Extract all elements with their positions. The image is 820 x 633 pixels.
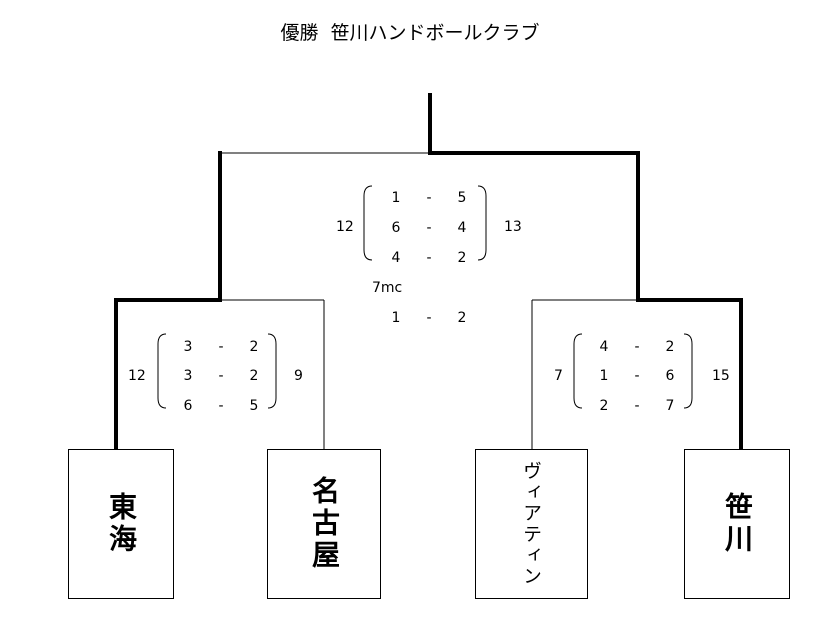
score-left: 1 <box>391 190 401 206</box>
score-left: 1 <box>391 310 401 326</box>
left-semi-left-total: 12 <box>128 368 146 384</box>
score-left: 4 <box>391 250 401 266</box>
right-semi-period-2: 1 - 6 <box>594 368 680 384</box>
score-left: 2 <box>599 398 609 414</box>
score-right: 5 <box>457 190 467 206</box>
page-title: 優勝 笹川ハンドボールクラブ <box>0 18 820 45</box>
final-extra-label: 7mc <box>372 280 403 296</box>
score-right: 7 <box>665 398 675 414</box>
right-semi-left-total: 7 <box>554 368 563 384</box>
left-semi-right-total: 9 <box>294 368 303 384</box>
left-semi-period-1: 3 - 2 <box>178 339 264 355</box>
final-extra-score: 1 - 2 <box>386 310 472 326</box>
final-left-total: 12 <box>336 219 354 235</box>
score-dash: - <box>634 368 640 384</box>
score-dash: - <box>218 339 224 355</box>
final-period-1: 1 - 5 <box>386 190 472 206</box>
score-left: 6 <box>391 220 401 236</box>
team-name: 名古屋 <box>308 476 341 572</box>
score-right: 2 <box>665 339 675 355</box>
score-left: 4 <box>599 339 609 355</box>
left-semi-bracket-right <box>267 333 277 409</box>
score-right: 2 <box>249 339 259 355</box>
score-left: 6 <box>183 398 193 414</box>
right-semi-bracket-right <box>683 333 693 409</box>
team-box-sasagawa: 笹川 <box>684 449 790 599</box>
score-dash: - <box>218 398 224 414</box>
title-prefix: 優勝 <box>280 22 319 44</box>
score-dash: - <box>426 190 432 206</box>
score-dash: - <box>218 368 224 384</box>
team-box-viatin: ヴィアティン <box>475 449 588 599</box>
left-semi-period-3: 6 - 5 <box>178 398 264 414</box>
score-dash: - <box>426 250 432 266</box>
champion-name: 笹川ハンドボールクラブ <box>330 22 540 44</box>
team-name: 笹川 <box>721 492 754 556</box>
team-name: 東海 <box>105 492 138 556</box>
right-semi-period-1: 4 - 2 <box>594 339 680 355</box>
right-semi-right-total: 15 <box>712 368 730 384</box>
left-semi-period-2: 3 - 2 <box>178 368 264 384</box>
team-box-nagoya: 名古屋 <box>267 449 381 599</box>
final-bracket-right <box>477 185 487 261</box>
score-dash: - <box>634 398 640 414</box>
score-right: 2 <box>457 310 467 326</box>
score-dash: - <box>634 339 640 355</box>
score-right: 6 <box>665 368 675 384</box>
right-semi-bracket-left <box>573 333 583 409</box>
score-dash: - <box>426 310 432 326</box>
final-period-2: 6 - 4 <box>386 220 472 236</box>
score-right: 5 <box>249 398 259 414</box>
team-box-tokai: 東海 <box>68 449 174 599</box>
score-right: 2 <box>457 250 467 266</box>
right-semi-period-3: 2 - 7 <box>594 398 680 414</box>
score-left: 3 <box>183 339 193 355</box>
final-bracket-left <box>363 185 373 261</box>
score-dash: - <box>426 220 432 236</box>
final-period-3: 4 - 2 <box>386 250 472 266</box>
score-left: 1 <box>599 368 609 384</box>
score-left: 3 <box>183 368 193 384</box>
team-name: ヴィアティン <box>520 461 542 587</box>
score-right: 2 <box>249 368 259 384</box>
left-semi-bracket-left <box>157 333 167 409</box>
score-right: 4 <box>457 220 467 236</box>
final-right-total: 13 <box>504 219 522 235</box>
